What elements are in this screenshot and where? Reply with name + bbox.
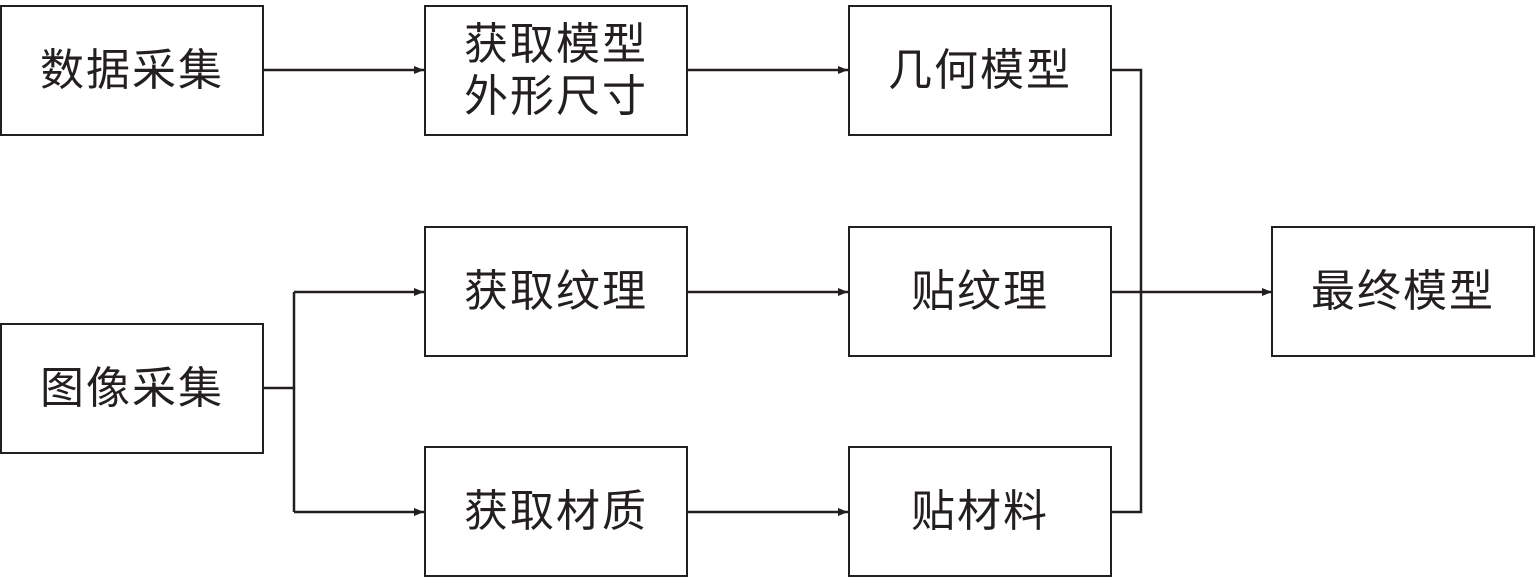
node-get-material-label: 获取材质: [464, 485, 648, 537]
node-apply-material-label: 贴材料: [911, 485, 1049, 537]
node-geometric-model-label: 几何模型: [888, 44, 1072, 96]
node-get-material: 获取材质: [424, 446, 688, 577]
node-data-collection-label: 数据采集: [40, 44, 224, 96]
node-data-collection: 数据采集: [0, 5, 264, 136]
node-get-shape-label-line1: 获取模型: [464, 18, 648, 70]
node-final-model-label: 最终模型: [1311, 265, 1495, 317]
node-get-shape-label-line2: 外形尺寸: [464, 70, 648, 122]
branch-image-collection: [263, 292, 296, 390]
node-apply-material: 贴材料: [848, 446, 1112, 577]
node-image-collection: 图像采集: [0, 323, 264, 454]
node-get-texture-label: 获取纹理: [464, 265, 648, 317]
node-geometric-model: 几何模型: [848, 5, 1112, 136]
node-image-collection-label: 图像采集: [40, 362, 224, 414]
node-get-shape-dimensions: 获取模型 外形尺寸: [424, 5, 688, 136]
node-get-texture: 获取纹理: [424, 226, 688, 357]
node-apply-texture-label: 贴纹理: [911, 265, 1049, 317]
node-apply-texture: 贴纹理: [848, 226, 1112, 357]
node-final-model: 最终模型: [1271, 226, 1535, 357]
